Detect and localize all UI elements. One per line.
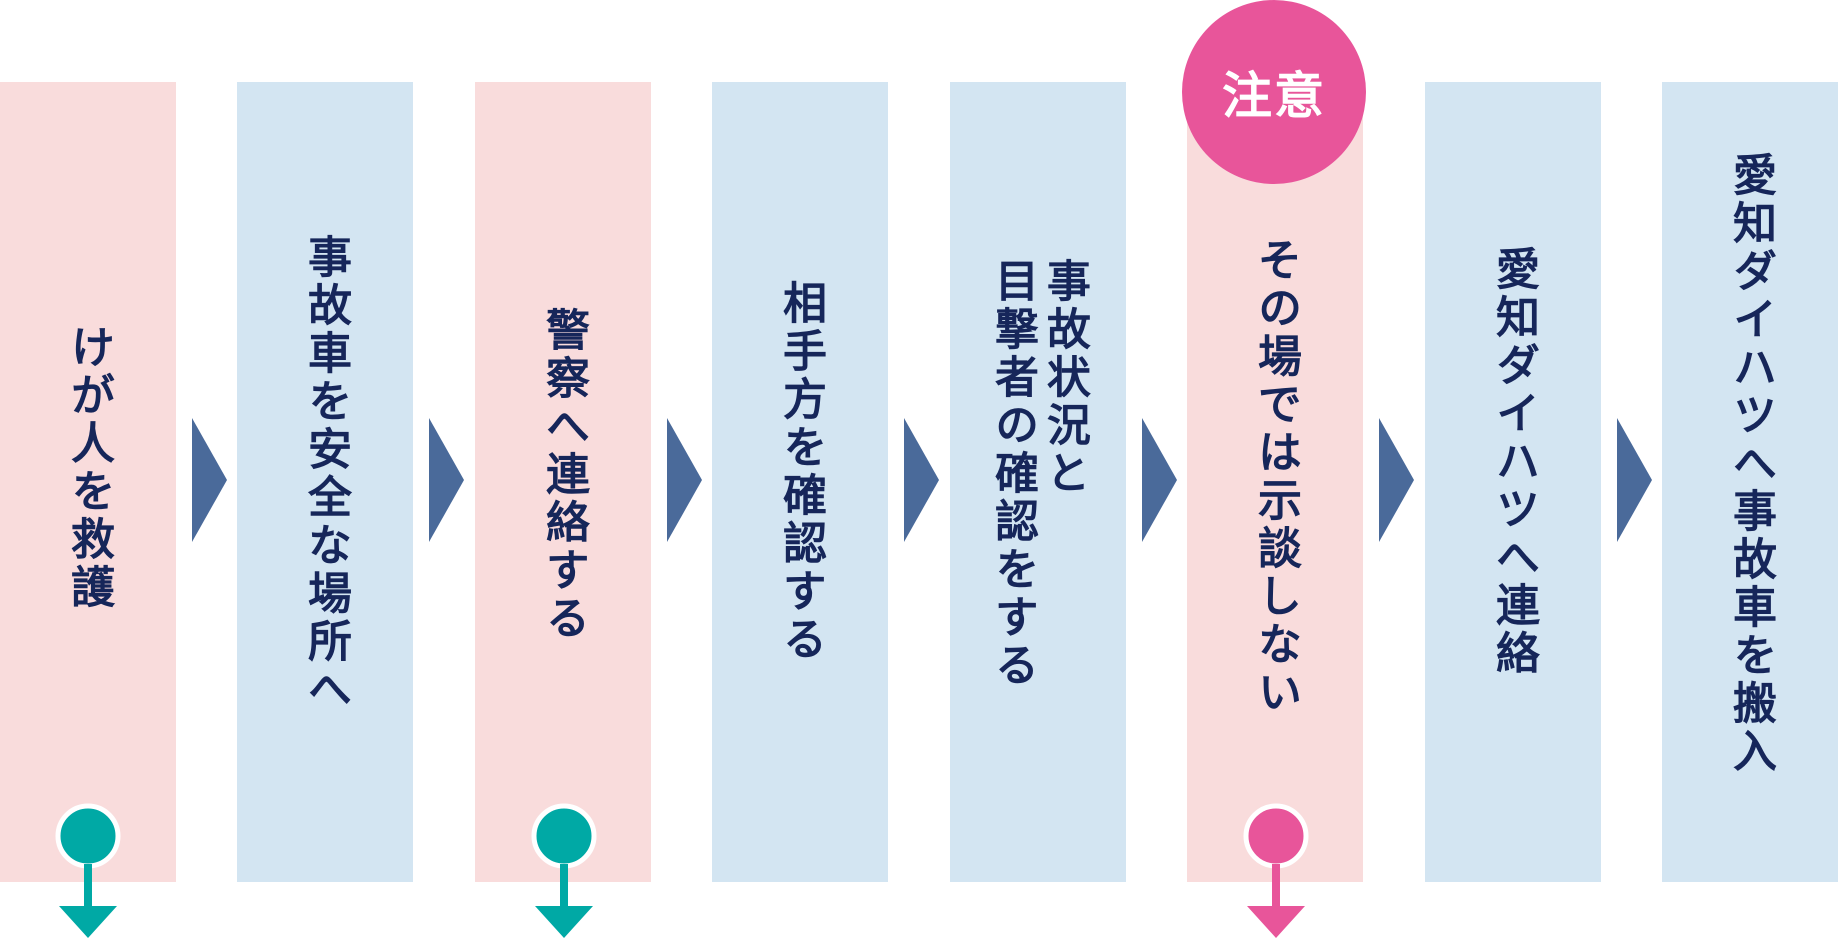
triangle-right-icon: [904, 418, 939, 542]
step-contact-police: 警察へ連絡する: [475, 82, 651, 882]
step-label: その場では示談しない: [1249, 237, 1301, 717]
triangle-right-icon: [429, 418, 464, 542]
step-check-witnesses: 事故状況と 目撃者の確認をする: [950, 82, 1126, 882]
step-label: 警察へ連絡する: [537, 307, 589, 643]
step-no-settlement: その場では示談しない: [1187, 82, 1363, 882]
branch-down-arrow-icon: [529, 800, 599, 942]
caution-label: 注意: [1222, 67, 1326, 125]
branch-down-arrow-icon: [53, 800, 123, 942]
caution-badge: 注意: [1182, 0, 1366, 184]
step-contact-dealer: 愛知ダイハツへ連絡: [1425, 82, 1601, 882]
step-label: 愛知ダイハツへ連絡: [1487, 246, 1539, 678]
triangle-right-icon: [667, 418, 702, 542]
triangle-right-icon: [1142, 418, 1177, 542]
step-label: 事故車を安全な場所へ: [299, 234, 351, 714]
step-confirm-other-party: 相手方を確認する: [712, 82, 888, 882]
step-deliver-car: 愛知ダイハツへ事故車を搬入: [1662, 82, 1838, 882]
step-label: 愛知ダイハツへ事故車を搬入: [1724, 152, 1776, 776]
step-label: 相手方を確認する: [774, 280, 826, 664]
step-move-car-safe: 事故車を安全な場所へ: [237, 82, 413, 882]
step-label: 事故状況と 目撃者の確認をする: [987, 258, 1090, 690]
triangle-right-icon: [1379, 418, 1414, 542]
branch-down-arrow-icon: [1241, 800, 1311, 942]
step-rescue-injured: けが人を救護: [0, 82, 176, 882]
step-label: けが人を救護: [62, 324, 114, 612]
triangle-right-icon: [1617, 418, 1652, 542]
triangle-right-icon: [192, 418, 227, 542]
